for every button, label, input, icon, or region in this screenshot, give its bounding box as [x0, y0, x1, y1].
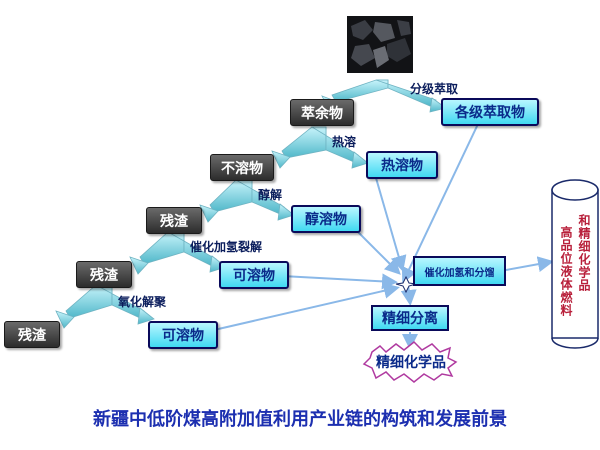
residue-box-3: 残渣 [4, 321, 60, 348]
alcohol-soluble-box: 醇溶物 [291, 205, 361, 233]
residue-extract-box: 萃余物 [290, 99, 354, 126]
catalytic-hydrocracking-label: 催化加氢裂解 [190, 240, 263, 254]
thermal-soluble-box: 热溶物 [366, 151, 438, 179]
product-cylinder [551, 179, 599, 349]
product-text-right: 和精细化学品 [577, 214, 591, 292]
alcoholysis-label: 醇解 [258, 188, 283, 202]
graded-extract-box: 各级萃取物 [441, 98, 539, 126]
insoluble-box: 不溶物 [210, 154, 274, 181]
fine-separation-box: 精细分离 [371, 305, 449, 331]
thermal-dissolution-label: 热溶 [332, 135, 357, 149]
junction-star [395, 275, 417, 294]
oxidative-depolymerization-label: 氧化解聚 [118, 295, 167, 309]
residue-box-1: 残渣 [146, 207, 202, 234]
fork-arrow-5 [55, 284, 155, 329]
fork-arrow-2 [271, 126, 369, 169]
diagram-title: 新疆中低阶煤高附加值利用产业链的构筑和发展前景 [93, 409, 507, 430]
convergence-lines [213, 123, 554, 350]
coal-image [347, 16, 413, 73]
fine-chemicals-burst [362, 340, 458, 383]
residue-box-2: 残渣 [76, 261, 132, 288]
soluble-box-2: 可溶物 [148, 321, 218, 349]
product-text-left: 高品位液体燃料 [559, 226, 573, 317]
soluble-box-1: 可溶物 [219, 261, 289, 289]
fine-chemicals-label: 精细化学品 [376, 355, 446, 371]
graded-extraction-label: 分级萃取 [410, 82, 459, 96]
hydro-separation-box: 催化加氢和分馏 [413, 256, 506, 286]
